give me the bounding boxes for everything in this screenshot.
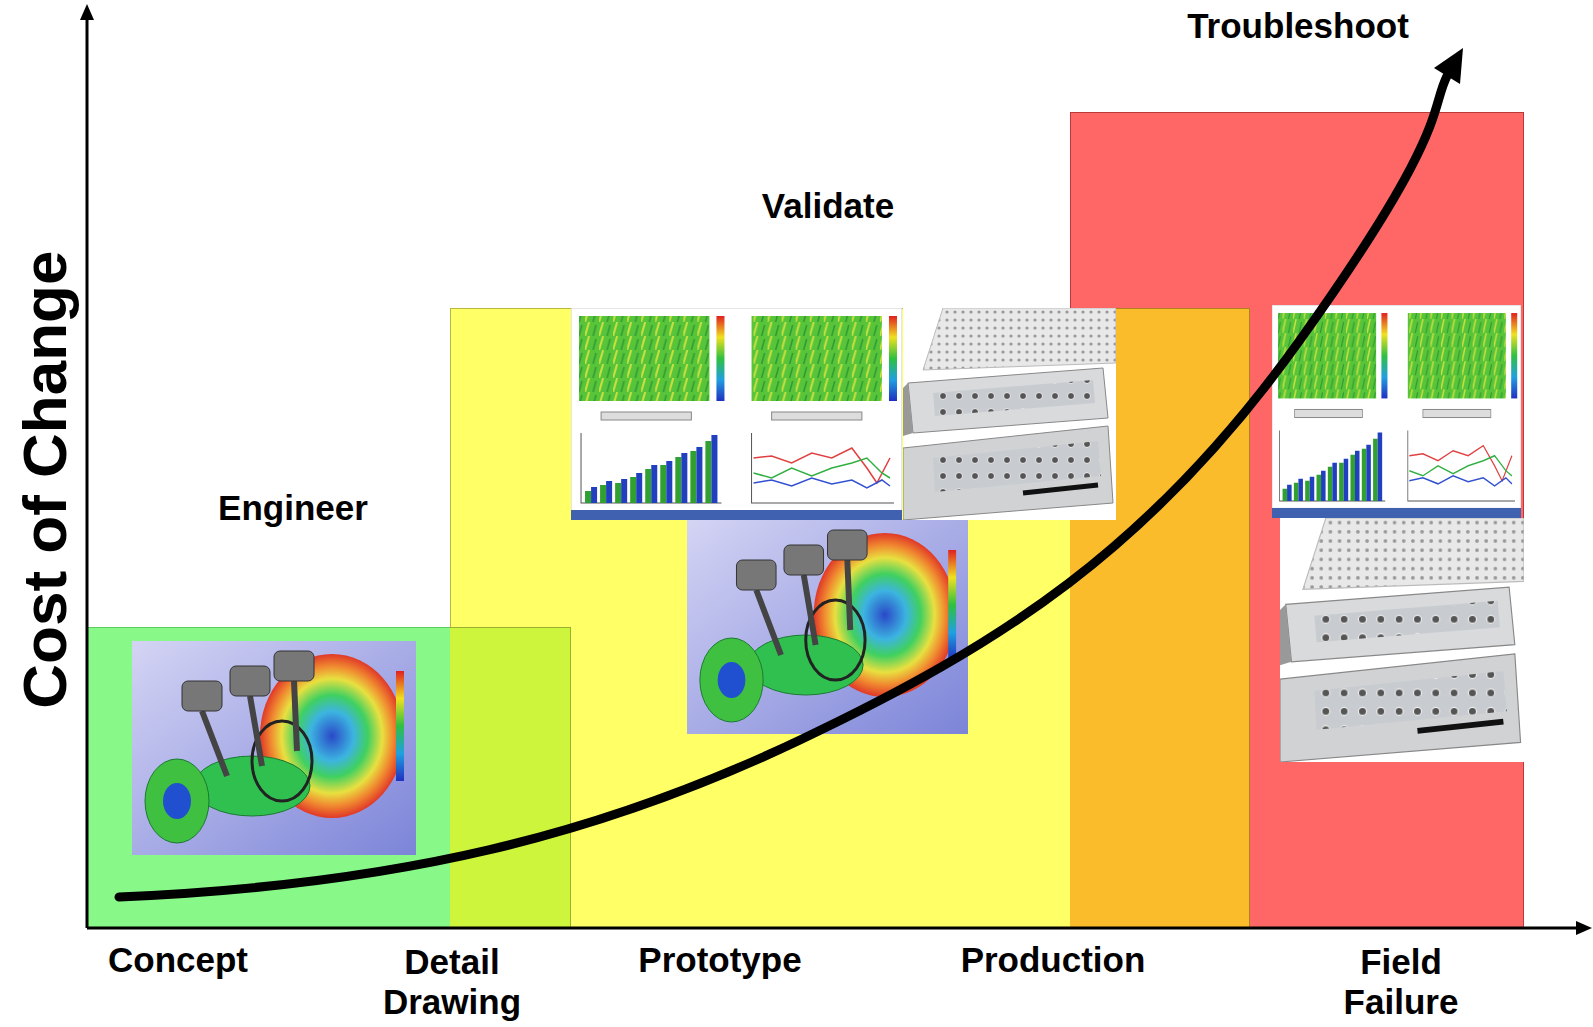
chart-image (1272, 305, 1521, 518)
phase-band: Engineer (87, 627, 571, 928)
label-anchor: Cost of Change (0, 0, 458, 71)
phase-label: Prototype (638, 940, 801, 980)
band-overlap (450, 627, 571, 928)
band-overlap (1070, 308, 1250, 928)
phase-label: Concept (108, 940, 248, 980)
x-axis (87, 927, 1578, 930)
axis-arrowhead (80, 4, 94, 20)
phase-heading: Engineer (218, 487, 368, 529)
chart-image (571, 308, 902, 520)
axis-title: Cost of Change (9, 251, 80, 709)
phase-label: Detail Drawing (362, 942, 542, 1023)
instrument-photo (903, 308, 1116, 520)
axis-arrowhead (1576, 921, 1592, 935)
band-fill (450, 308, 1250, 928)
phase-heading: Validate (762, 185, 894, 227)
phase-label: Field Failure (1316, 942, 1486, 1023)
band-fill (1070, 112, 1524, 928)
label-anchor: Production (0, 0, 185, 40)
phase-heading: Troubleshoot (1187, 5, 1409, 47)
label-anchor: Concept (0, 0, 140, 40)
fea-image (687, 520, 968, 734)
fea-image (132, 641, 416, 855)
y-axis (86, 18, 89, 928)
phase-band: Validate (450, 308, 1250, 928)
band-fill (87, 627, 571, 928)
instrument-photo (1280, 518, 1524, 762)
label-anchor: Field Failure (0, 0, 170, 81)
curve-arrowhead (1434, 48, 1463, 84)
phase-label: Production (961, 940, 1146, 980)
phase-band: Troubleshoot (1070, 112, 1524, 928)
label-anchor: Prototype (0, 0, 163, 40)
label-anchor: Detail Drawing (0, 0, 180, 81)
